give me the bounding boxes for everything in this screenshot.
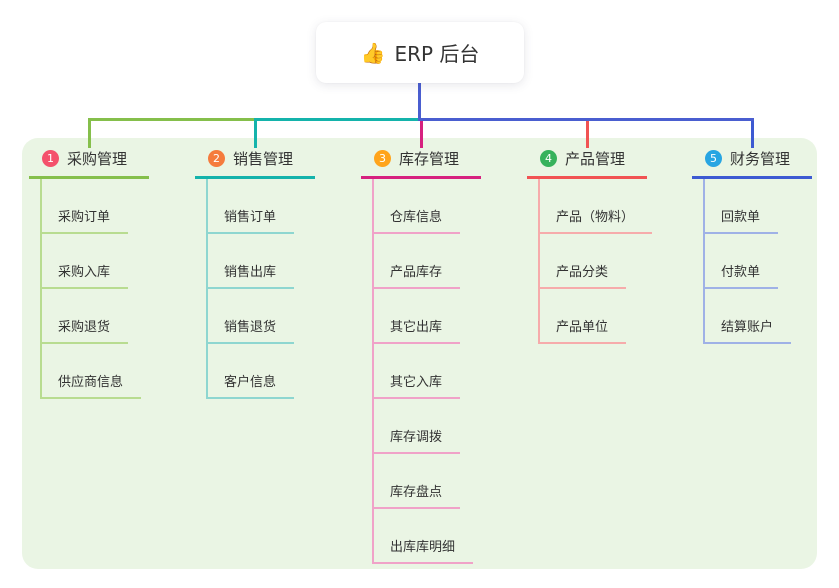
branch-column: 1 采购管理采购订单采购入库采购退货供应商信息: [29, 148, 149, 399]
child-label: 销售退货: [208, 316, 295, 344]
connector-bus-segment: [254, 118, 423, 121]
branch-column: 3 库存管理仓库信息产品库存其它出库其它入库库存调拨库存盘点出库库明细: [361, 148, 481, 564]
branch-child-node[interactable]: 其它入库: [374, 344, 481, 399]
branch-label: 财务管理: [730, 150, 791, 168]
branch-child-node[interactable]: 仓库信息: [374, 179, 481, 234]
connector-bus-segment: [418, 118, 754, 121]
connector-bus-segment: [88, 118, 257, 121]
branch-label: 销售管理: [233, 150, 294, 168]
branch-child-node[interactable]: 采购退货: [42, 289, 149, 344]
child-label: 采购退货: [42, 316, 129, 344]
branch-child-node[interactable]: 产品库存: [374, 234, 481, 289]
connector-root-line: [418, 83, 421, 121]
connector-drop-line: [254, 118, 257, 148]
child-label: 库存调拨: [374, 426, 461, 454]
branch-badge: 3: [374, 150, 391, 167]
child-label: 客户信息: [208, 371, 295, 399]
child-label: 其它出库: [374, 316, 461, 344]
branch-child-node[interactable]: 结算账户: [705, 289, 812, 344]
branch-child-node[interactable]: 产品（物料）: [540, 179, 653, 234]
branch-child-node[interactable]: 付款单: [705, 234, 812, 289]
child-label: 其它入库: [374, 371, 461, 399]
branch-badge: 2: [208, 150, 225, 167]
branch-children: 产品（物料） 产品分类产品单位: [538, 179, 653, 344]
thumbs-up-icon: 👍: [360, 40, 386, 65]
child-label: 回款单: [705, 206, 779, 234]
child-label: 销售出库: [208, 261, 295, 289]
child-label: 仓库信息: [374, 206, 461, 234]
child-label: 销售订单: [208, 206, 295, 234]
branch-children: 采购订单采购入库采购退货供应商信息: [40, 179, 149, 399]
branch-child-node[interactable]: 采购入库: [42, 234, 149, 289]
branch-badge: 5: [705, 150, 722, 167]
branch-column: 4 产品管理产品（物料） 产品分类产品单位: [527, 148, 653, 344]
branch-child-node[interactable]: 产品单位: [540, 289, 647, 344]
branch-child-node[interactable]: 库存调拨: [374, 399, 481, 454]
connector-drop-line: [88, 118, 91, 148]
branch-child-node[interactable]: 产品分类: [540, 234, 647, 289]
branch-children: 仓库信息产品库存其它出库其它入库库存调拨库存盘点出库库明细: [372, 179, 481, 564]
branch-header[interactable]: 4 产品管理: [527, 148, 647, 179]
root-node[interactable]: 👍 ERP 后台: [316, 22, 524, 83]
connector-drop-line: [420, 118, 423, 148]
branch-child-node[interactable]: 销售退货: [208, 289, 315, 344]
branch-header[interactable]: 2 销售管理: [195, 148, 315, 179]
branch-badge: 1: [42, 150, 59, 167]
branch-child-node[interactable]: 采购订单: [42, 179, 149, 234]
branch-label: 产品管理: [565, 150, 626, 168]
branch-child-node[interactable]: 出库库明细: [374, 509, 481, 564]
branch-column: 2 销售管理销售订单销售出库销售退货客户信息: [195, 148, 315, 399]
child-label: 结算账户: [705, 316, 792, 344]
branch-child-node[interactable]: 供应商信息: [42, 344, 149, 399]
child-label: 产品库存: [374, 261, 461, 289]
branch-badge: 4: [540, 150, 557, 167]
branch-child-node[interactable]: 其它出库: [374, 289, 481, 344]
branch-child-node[interactable]: 销售出库: [208, 234, 315, 289]
child-label: 采购入库: [42, 261, 129, 289]
branch-label: 库存管理: [399, 150, 460, 168]
child-label: 产品（物料）: [540, 206, 653, 234]
branch-child-node[interactable]: 销售订单: [208, 179, 315, 234]
branch-header[interactable]: 1 采购管理: [29, 148, 149, 179]
connector-drop-line: [751, 118, 754, 148]
child-label: 出库库明细: [374, 536, 474, 564]
branch-child-node[interactable]: 库存盘点: [374, 454, 481, 509]
branch-children: 销售订单销售出库销售退货客户信息: [206, 179, 315, 399]
branch-header[interactable]: 5 财务管理: [692, 148, 812, 179]
branch-header[interactable]: 3 库存管理: [361, 148, 481, 179]
root-title: ERP 后台: [394, 42, 480, 66]
child-label: 付款单: [705, 261, 779, 289]
child-label: 供应商信息: [42, 371, 142, 399]
mindmap-panel: [22, 138, 817, 569]
child-label: 库存盘点: [374, 481, 461, 509]
branch-child-node[interactable]: 客户信息: [208, 344, 315, 399]
branch-column: 5 财务管理回款单付款单结算账户: [692, 148, 812, 344]
branch-children: 回款单付款单结算账户: [703, 179, 812, 344]
branch-child-node[interactable]: 回款单: [705, 179, 812, 234]
connector-drop-line: [586, 118, 589, 148]
branch-label: 采购管理: [67, 150, 128, 168]
child-label: 产品单位: [540, 316, 627, 344]
child-label: 产品分类: [540, 261, 627, 289]
child-label: 采购订单: [42, 206, 129, 234]
